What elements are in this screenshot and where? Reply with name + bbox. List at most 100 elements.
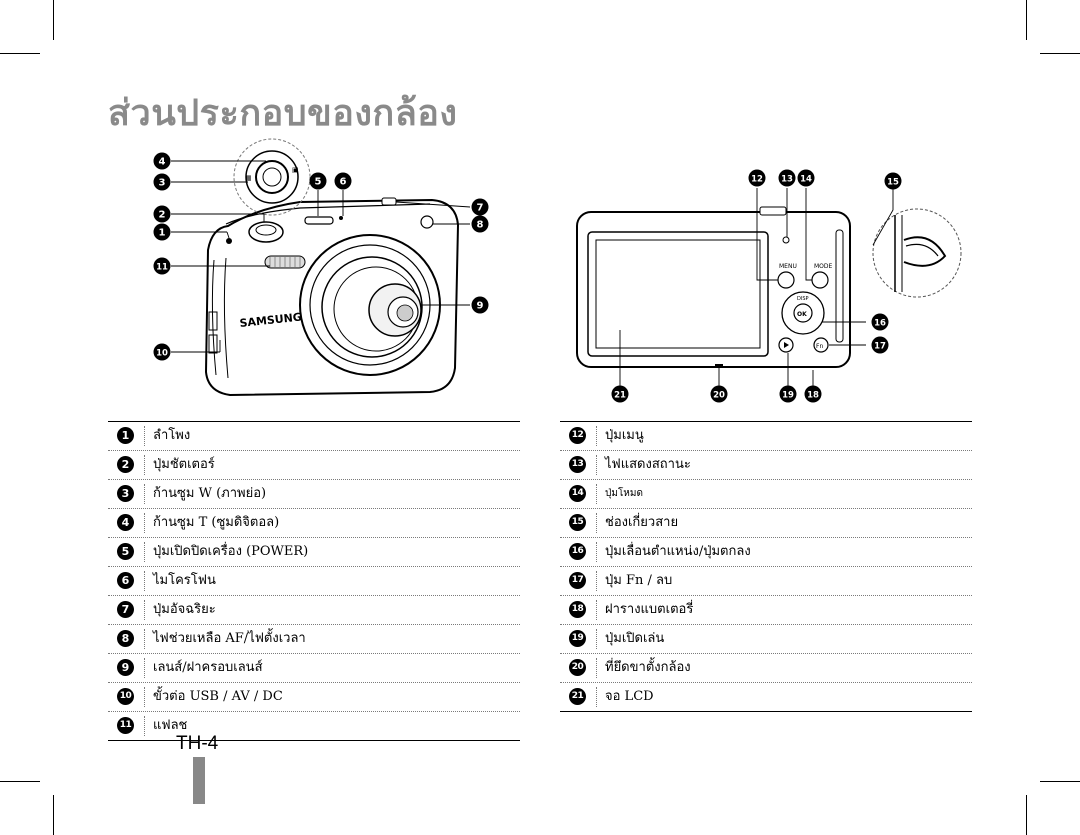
callout-number: 20 [713, 391, 725, 401]
callout-number-badge: 21 [569, 688, 586, 705]
legend-top-rule [560, 421, 972, 422]
legend-separator [144, 426, 145, 446]
callout-number-badge: 15 [569, 514, 586, 531]
legend-row: 11 แฟลช [108, 712, 520, 740]
legend-separator [144, 571, 145, 591]
callout-number: 18 [807, 391, 819, 401]
callout-number-badge: 16 [569, 543, 586, 560]
callout-marker [153, 173, 171, 191]
callout-number-badge: 5 [117, 543, 134, 560]
legend-top-rule [108, 421, 520, 422]
legend-separator [596, 629, 597, 649]
callout-number-badge: 11 [117, 717, 134, 734]
callout-number-badge: 14 [569, 485, 586, 502]
callout-number: 12 [751, 175, 763, 185]
callout-number: 13 [781, 175, 793, 185]
callout-number-badge: 6 [117, 572, 134, 589]
legend-separator [596, 600, 597, 620]
callout-number-badge: 12 [569, 427, 586, 444]
legend-separator [144, 629, 145, 649]
legend-separator [144, 455, 145, 475]
legend-label: แฟลช [153, 718, 188, 733]
callout-marker [153, 152, 171, 170]
legend-separator [596, 687, 597, 707]
legend-label: ก้านซูม W (ภาพย่อ) [153, 486, 267, 501]
legend-separator [144, 716, 145, 736]
legend-separator [144, 600, 145, 620]
callout-marker [710, 385, 728, 403]
legend-bottom-rule [560, 711, 972, 712]
legend-row: 12 ปุ่มเมนู [560, 422, 972, 451]
callout-marker [871, 336, 889, 354]
callout-number: 11 [156, 263, 168, 273]
callout-number: 10 [156, 349, 168, 359]
callout-marker [153, 205, 171, 223]
legend-label: ที่ยึดขาตั้งกล้อง [605, 660, 691, 675]
legend-label: ปุ่มเมนู [605, 428, 644, 443]
callout-number: 1 [159, 228, 166, 239]
callout-number: 3 [159, 178, 166, 189]
callout-number: 17 [874, 342, 886, 352]
callout-marker [884, 172, 902, 190]
callout-marker [779, 385, 797, 403]
callout-marker [748, 169, 766, 187]
callout-number-badge: 18 [569, 601, 586, 618]
callout-number: 15 [887, 178, 899, 188]
callout-number: 4 [159, 157, 166, 168]
legend-label: ปุ่มโหมด [605, 488, 643, 499]
brand-logo: SAMSUNG [239, 311, 303, 330]
menu-button-label: MENU [779, 263, 797, 270]
callout-number: 6 [340, 177, 347, 188]
legend-row: 14 ปุ่มโหมด [560, 480, 972, 509]
legend-separator [596, 513, 597, 533]
callout-number: 21 [614, 391, 626, 401]
callout-marker [153, 343, 171, 361]
callout-number-badge: 1 [117, 427, 134, 444]
legend-separator [596, 542, 597, 562]
section-tab [193, 757, 205, 804]
legend-separator [144, 687, 145, 707]
callout-marker [471, 198, 489, 216]
legend-label: ไฟแสดงสถานะ [605, 457, 691, 472]
legend-separator [144, 658, 145, 678]
callout-marker [153, 223, 171, 241]
callout-marker [153, 257, 171, 275]
callout-number: 14 [800, 175, 812, 185]
svg-text:▦: ▦ [245, 174, 252, 182]
callout-number: 7 [477, 203, 484, 214]
mode-button-label: MODE [814, 263, 833, 270]
callout-number: 16 [874, 319, 886, 329]
callout-number-badge: 17 [569, 572, 586, 589]
callout-number-badge: 10 [117, 688, 134, 705]
crop-mark [0, 781, 40, 782]
callout-marker [471, 215, 489, 233]
callout-number-badge: 8 [117, 630, 134, 647]
page-title: ส่วนประกอบของกล้อง [108, 93, 458, 134]
callout-number-badge: 2 [117, 456, 134, 473]
callout-number-badge: 19 [569, 630, 586, 647]
legend-separator [144, 513, 145, 533]
callout-number-badge: 7 [117, 601, 134, 618]
svg-text:▣: ▣ [292, 166, 299, 174]
legend-label: จอ LCD [605, 689, 654, 704]
callout-marker [778, 169, 796, 187]
legend-separator [144, 484, 145, 504]
